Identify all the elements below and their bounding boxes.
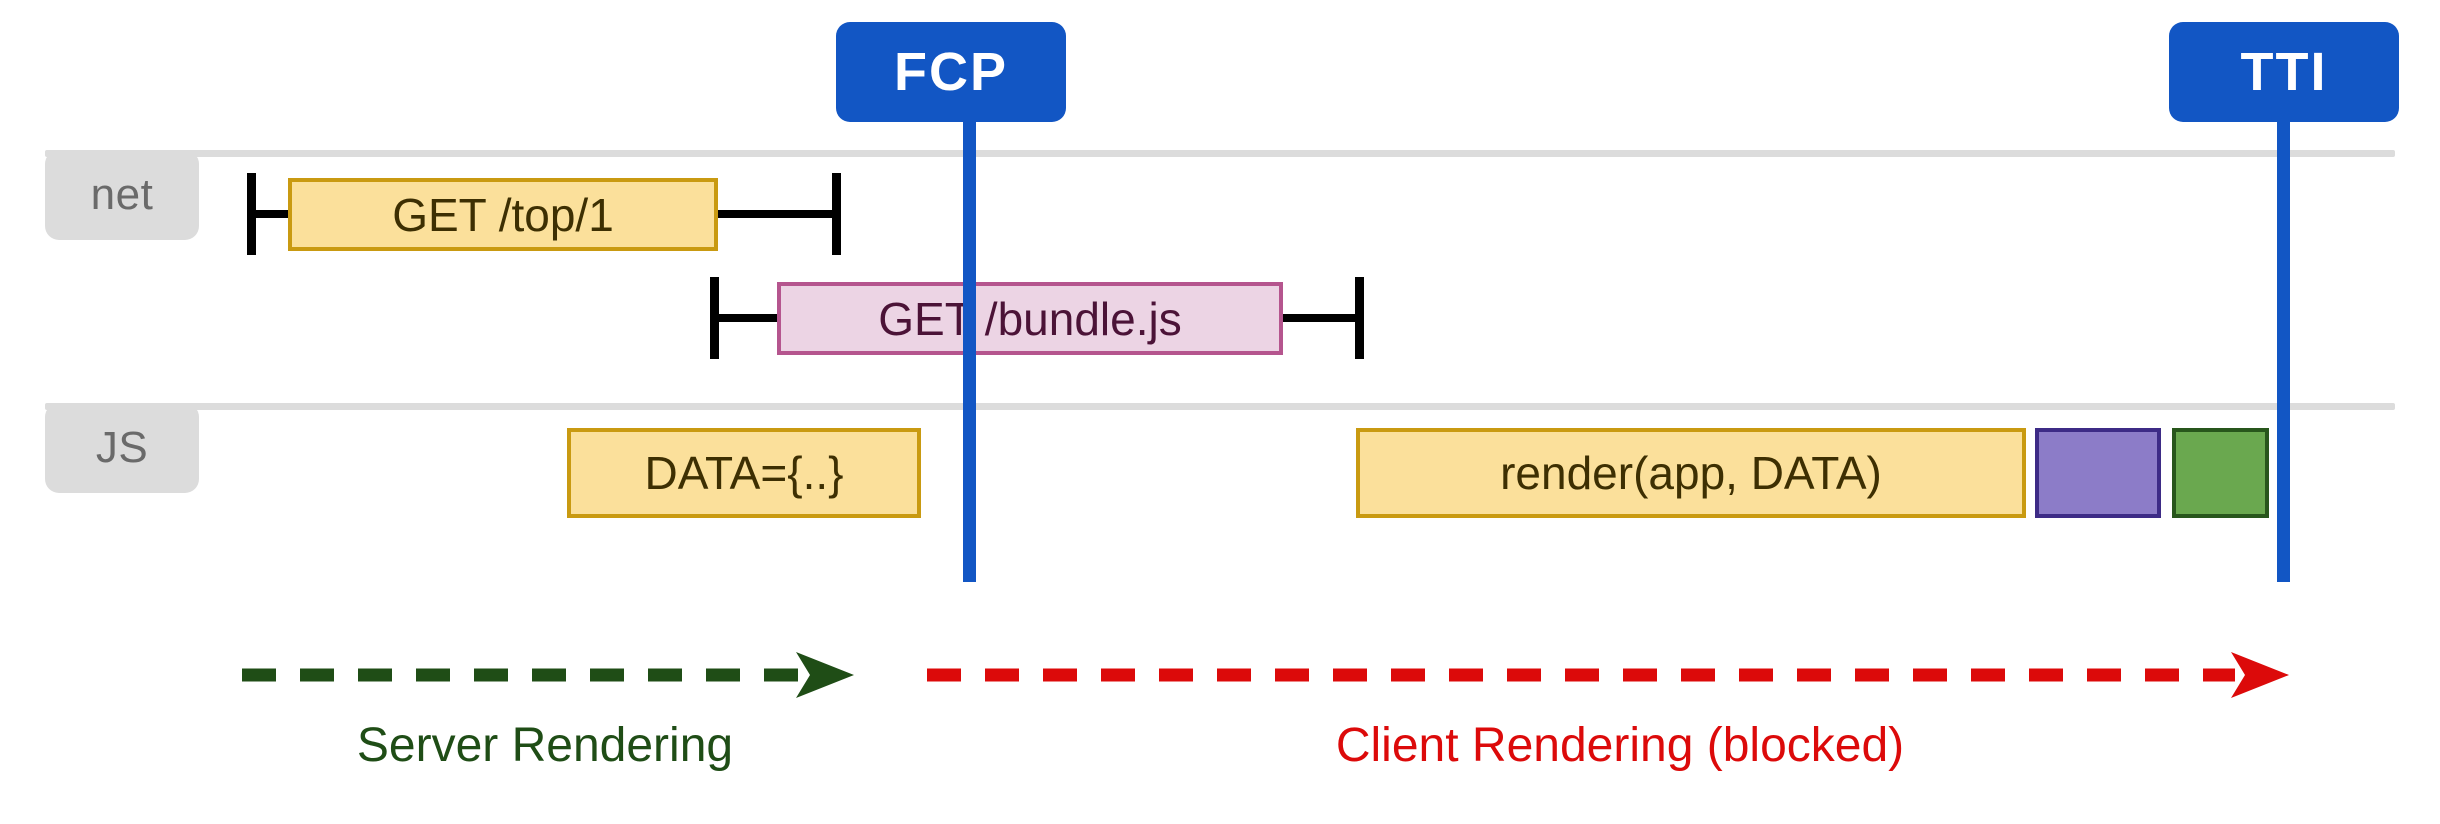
milestone-line-fcp [963, 122, 976, 582]
task-hydrate-purple[interactable] [2035, 428, 2161, 518]
milestone-badge-tti-text: TTI [2240, 42, 2328, 102]
task-get-bundle-label: GET /bundle.js [878, 292, 1182, 345]
whisker-cap-right-get-bundle [1355, 277, 1364, 359]
server-phase-arrow-icon [242, 652, 854, 698]
milestone-badge-fcp[interactable]: FCP [836, 22, 1066, 122]
milestone-line-tti [2277, 122, 2290, 582]
client-phase-label: Client Rendering (blocked) [1335, 719, 1905, 772]
lane-label-js-text: JS [95, 423, 149, 472]
lane-label-net-text: net [90, 170, 154, 219]
task-paint-green[interactable] [2172, 428, 2269, 518]
milestone-badge-tti[interactable]: TTI [2169, 22, 2399, 122]
task-render-app-label: render(app, DATA) [1500, 447, 1882, 499]
lane-divider-net [45, 150, 2395, 157]
server-phase-label: Server Rendering [356, 719, 734, 772]
lane-label-net: net [45, 150, 199, 240]
task-data-payload-label: DATA={..} [644, 447, 844, 499]
task-get-top-label: GET /top/1 [392, 188, 614, 241]
milestone-badge-fcp-text: FCP [894, 42, 1008, 102]
lane-label-js: JS [45, 403, 199, 493]
task-get-top[interactable]: GET /top/1 [288, 178, 718, 251]
whisker-cap-right-get-top [832, 173, 841, 255]
task-get-bundle[interactable]: GET /bundle.js [777, 282, 1283, 355]
task-render-app[interactable]: render(app, DATA) [1356, 428, 2026, 518]
client-phase-arrow-icon [927, 652, 2289, 698]
task-data-payload[interactable]: DATA={..} [567, 428, 921, 518]
lane-divider-js [45, 403, 2395, 410]
